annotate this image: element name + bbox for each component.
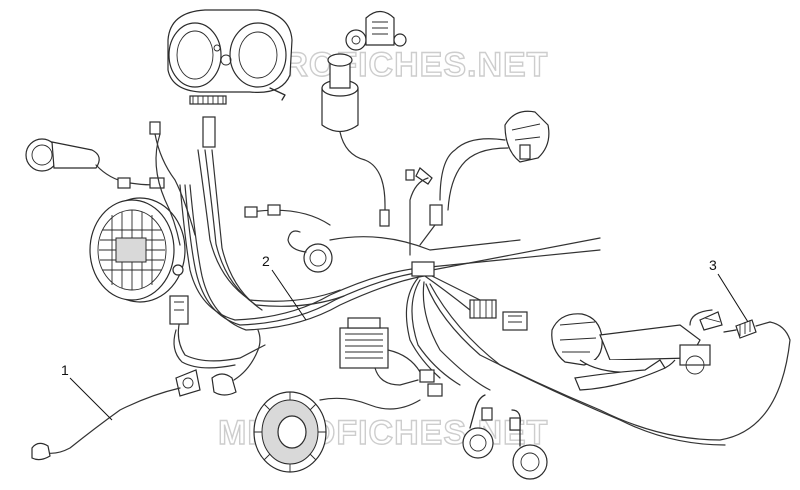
voltage-regulator	[339, 317, 443, 397]
horns	[462, 394, 548, 480]
callout-2-leader	[271, 269, 307, 321]
headlight	[89, 197, 186, 303]
wire-3-sensor	[723, 319, 771, 339]
left-handlebar-switch	[551, 309, 723, 391]
left-turn-indicator	[25, 138, 165, 189]
main-wiring-harness	[173, 149, 791, 446]
harness-connectors-left	[175, 329, 261, 397]
callout-1: 1	[61, 362, 69, 378]
alternator-stator	[253, 391, 421, 473]
front-turn-lamp	[244, 204, 333, 273]
headlight-connectors	[149, 116, 216, 246]
relay	[169, 295, 189, 325]
right-handlebar-switch	[405, 110, 550, 256]
callout-1-leader	[69, 377, 113, 421]
ignition-switch	[321, 10, 407, 227]
callout-2: 2	[262, 253, 270, 269]
callout-3: 3	[709, 257, 717, 273]
instrument-cluster	[167, 9, 293, 105]
wire-1	[31, 387, 181, 461]
callout-3-leader	[717, 273, 749, 323]
